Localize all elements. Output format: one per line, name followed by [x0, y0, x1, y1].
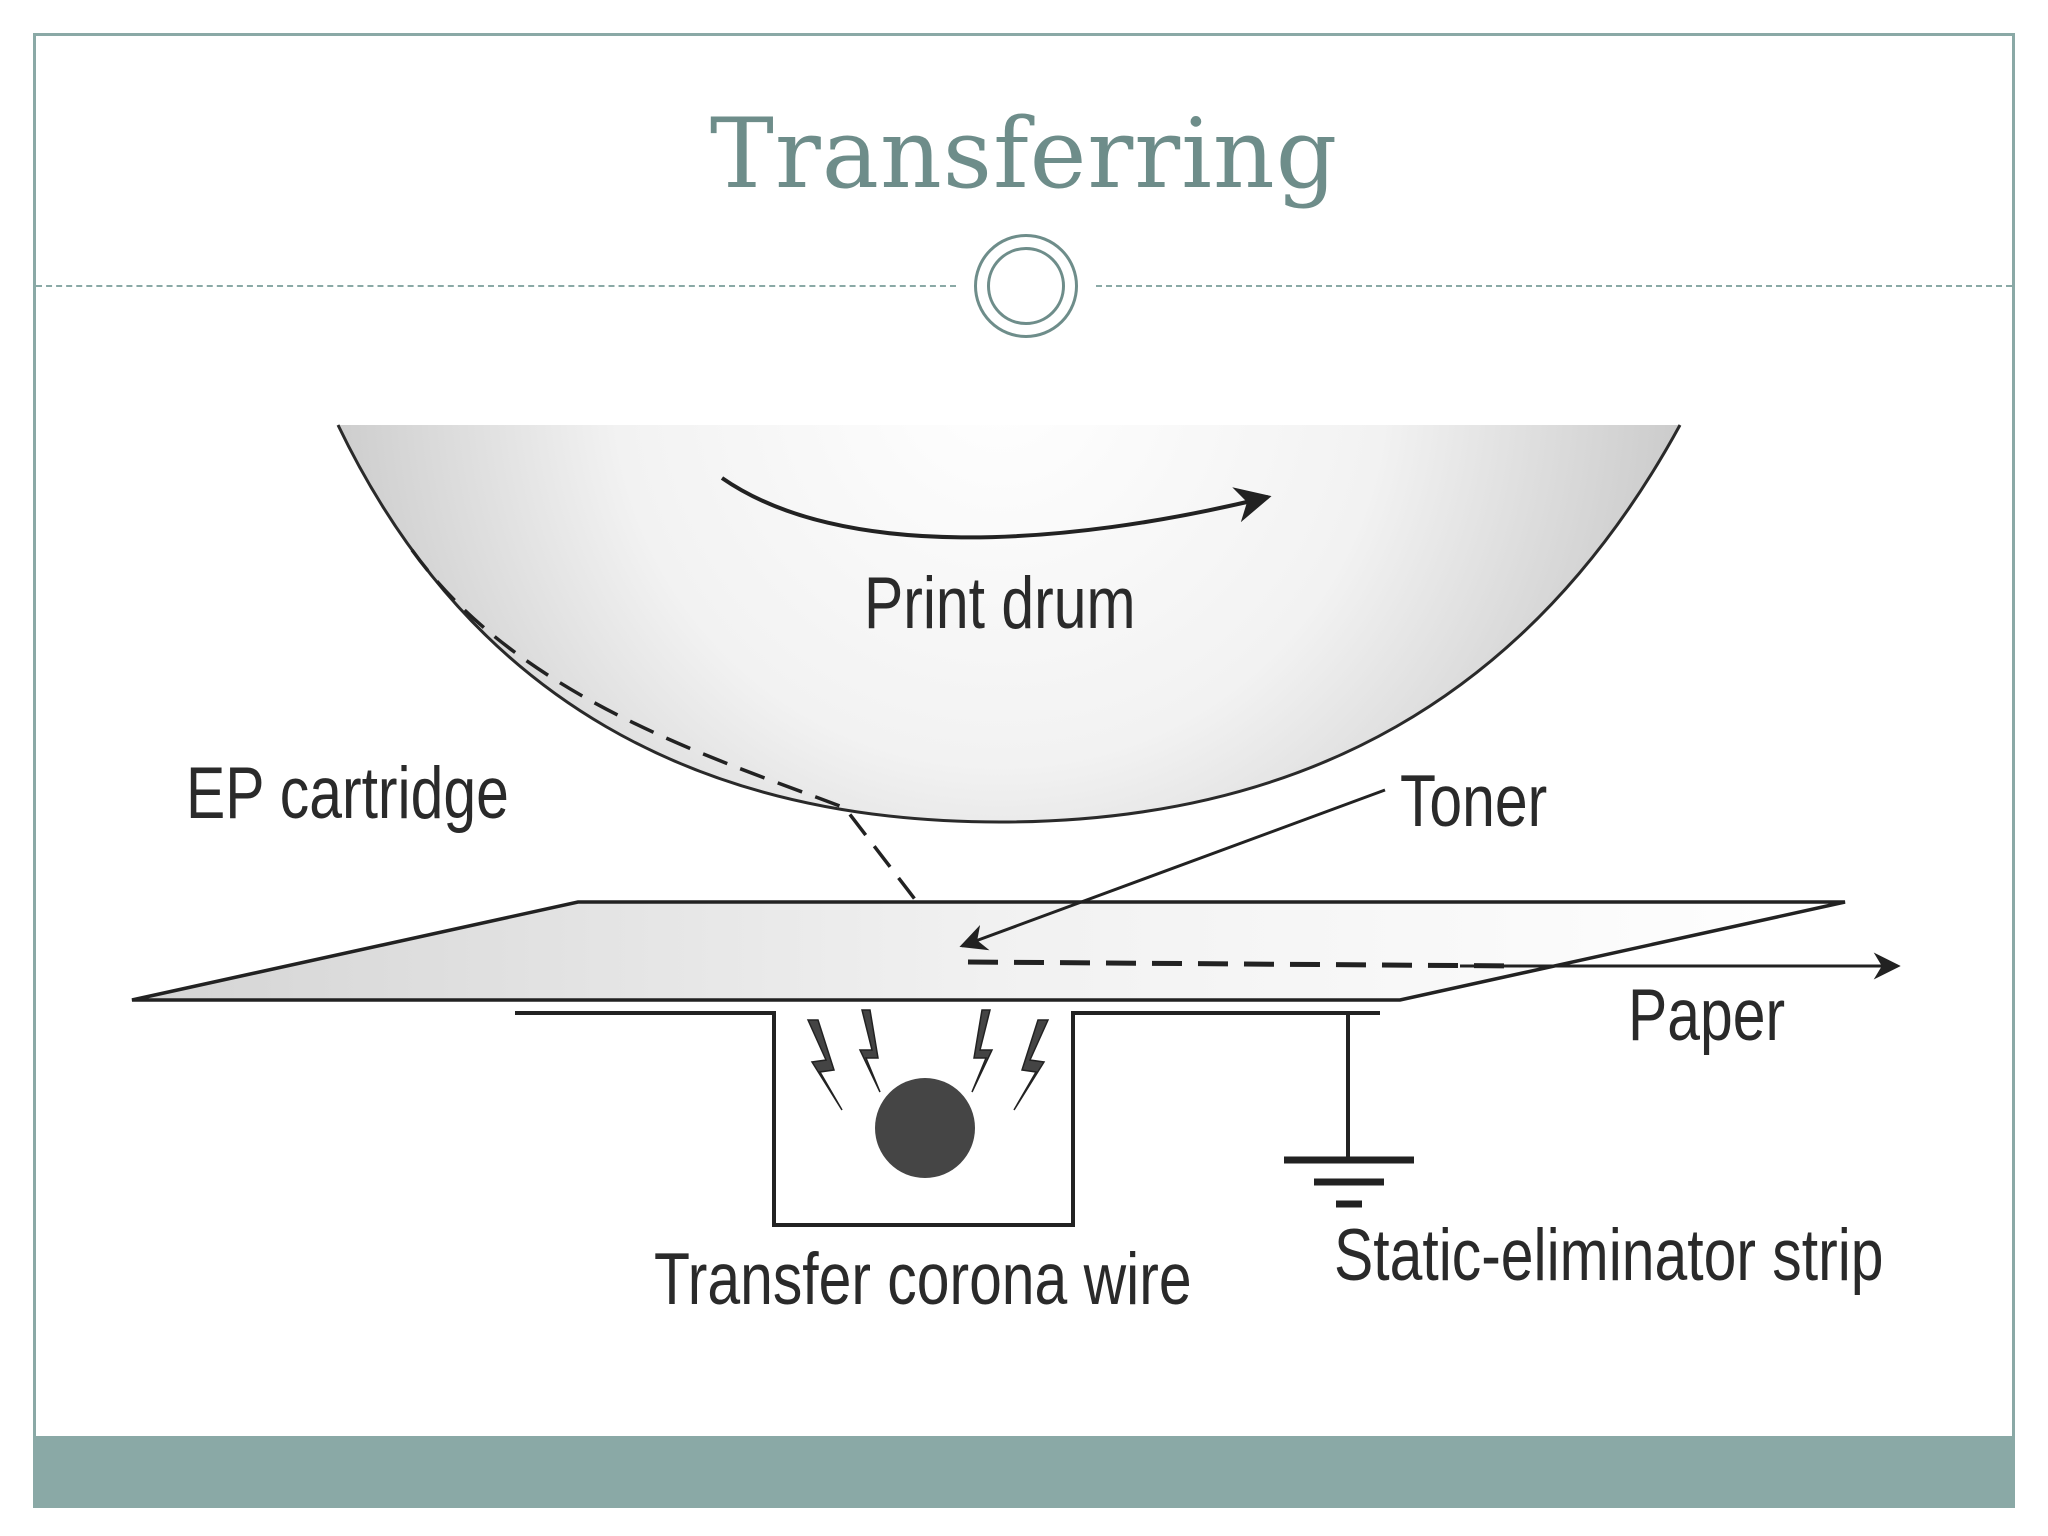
- rotation-arrow-icon: [720, 476, 1272, 540]
- print-drum-outline: [336, 424, 1682, 824]
- slide-title: Transferring: [709, 98, 1339, 210]
- print-drum-fill: [338, 425, 1680, 822]
- label-transfer-corona-wire: Transfer corona wire: [654, 1239, 1192, 1321]
- ep-cartridge-outline: [410, 548, 952, 947]
- toner-pointer-arrow: [959, 788, 1386, 951]
- lightning-bolt-icon: [806, 1009, 1050, 1111]
- paper-sheet: [131, 900, 1846, 1002]
- label-paper: Paper: [1628, 975, 1785, 1057]
- corona-housing: [515, 1011, 1380, 1227]
- footer-bar: [33, 1436, 2015, 1508]
- title-divider-left: [36, 285, 956, 287]
- toner-dashed-line: [967, 959, 1521, 969]
- label-print-drum: Print drum: [864, 563, 1135, 645]
- circle-ornament-icon: [974, 234, 1078, 338]
- title-divider-right: [1096, 285, 2012, 287]
- corona-wire: [875, 1078, 975, 1178]
- label-ep-cartridge: EP cartridge: [186, 753, 509, 835]
- label-static-eliminator-strip: Static-eliminator strip: [1334, 1215, 1884, 1297]
- circle-ornament-inner: [987, 247, 1065, 325]
- label-toner: Toner: [1400, 761, 1547, 843]
